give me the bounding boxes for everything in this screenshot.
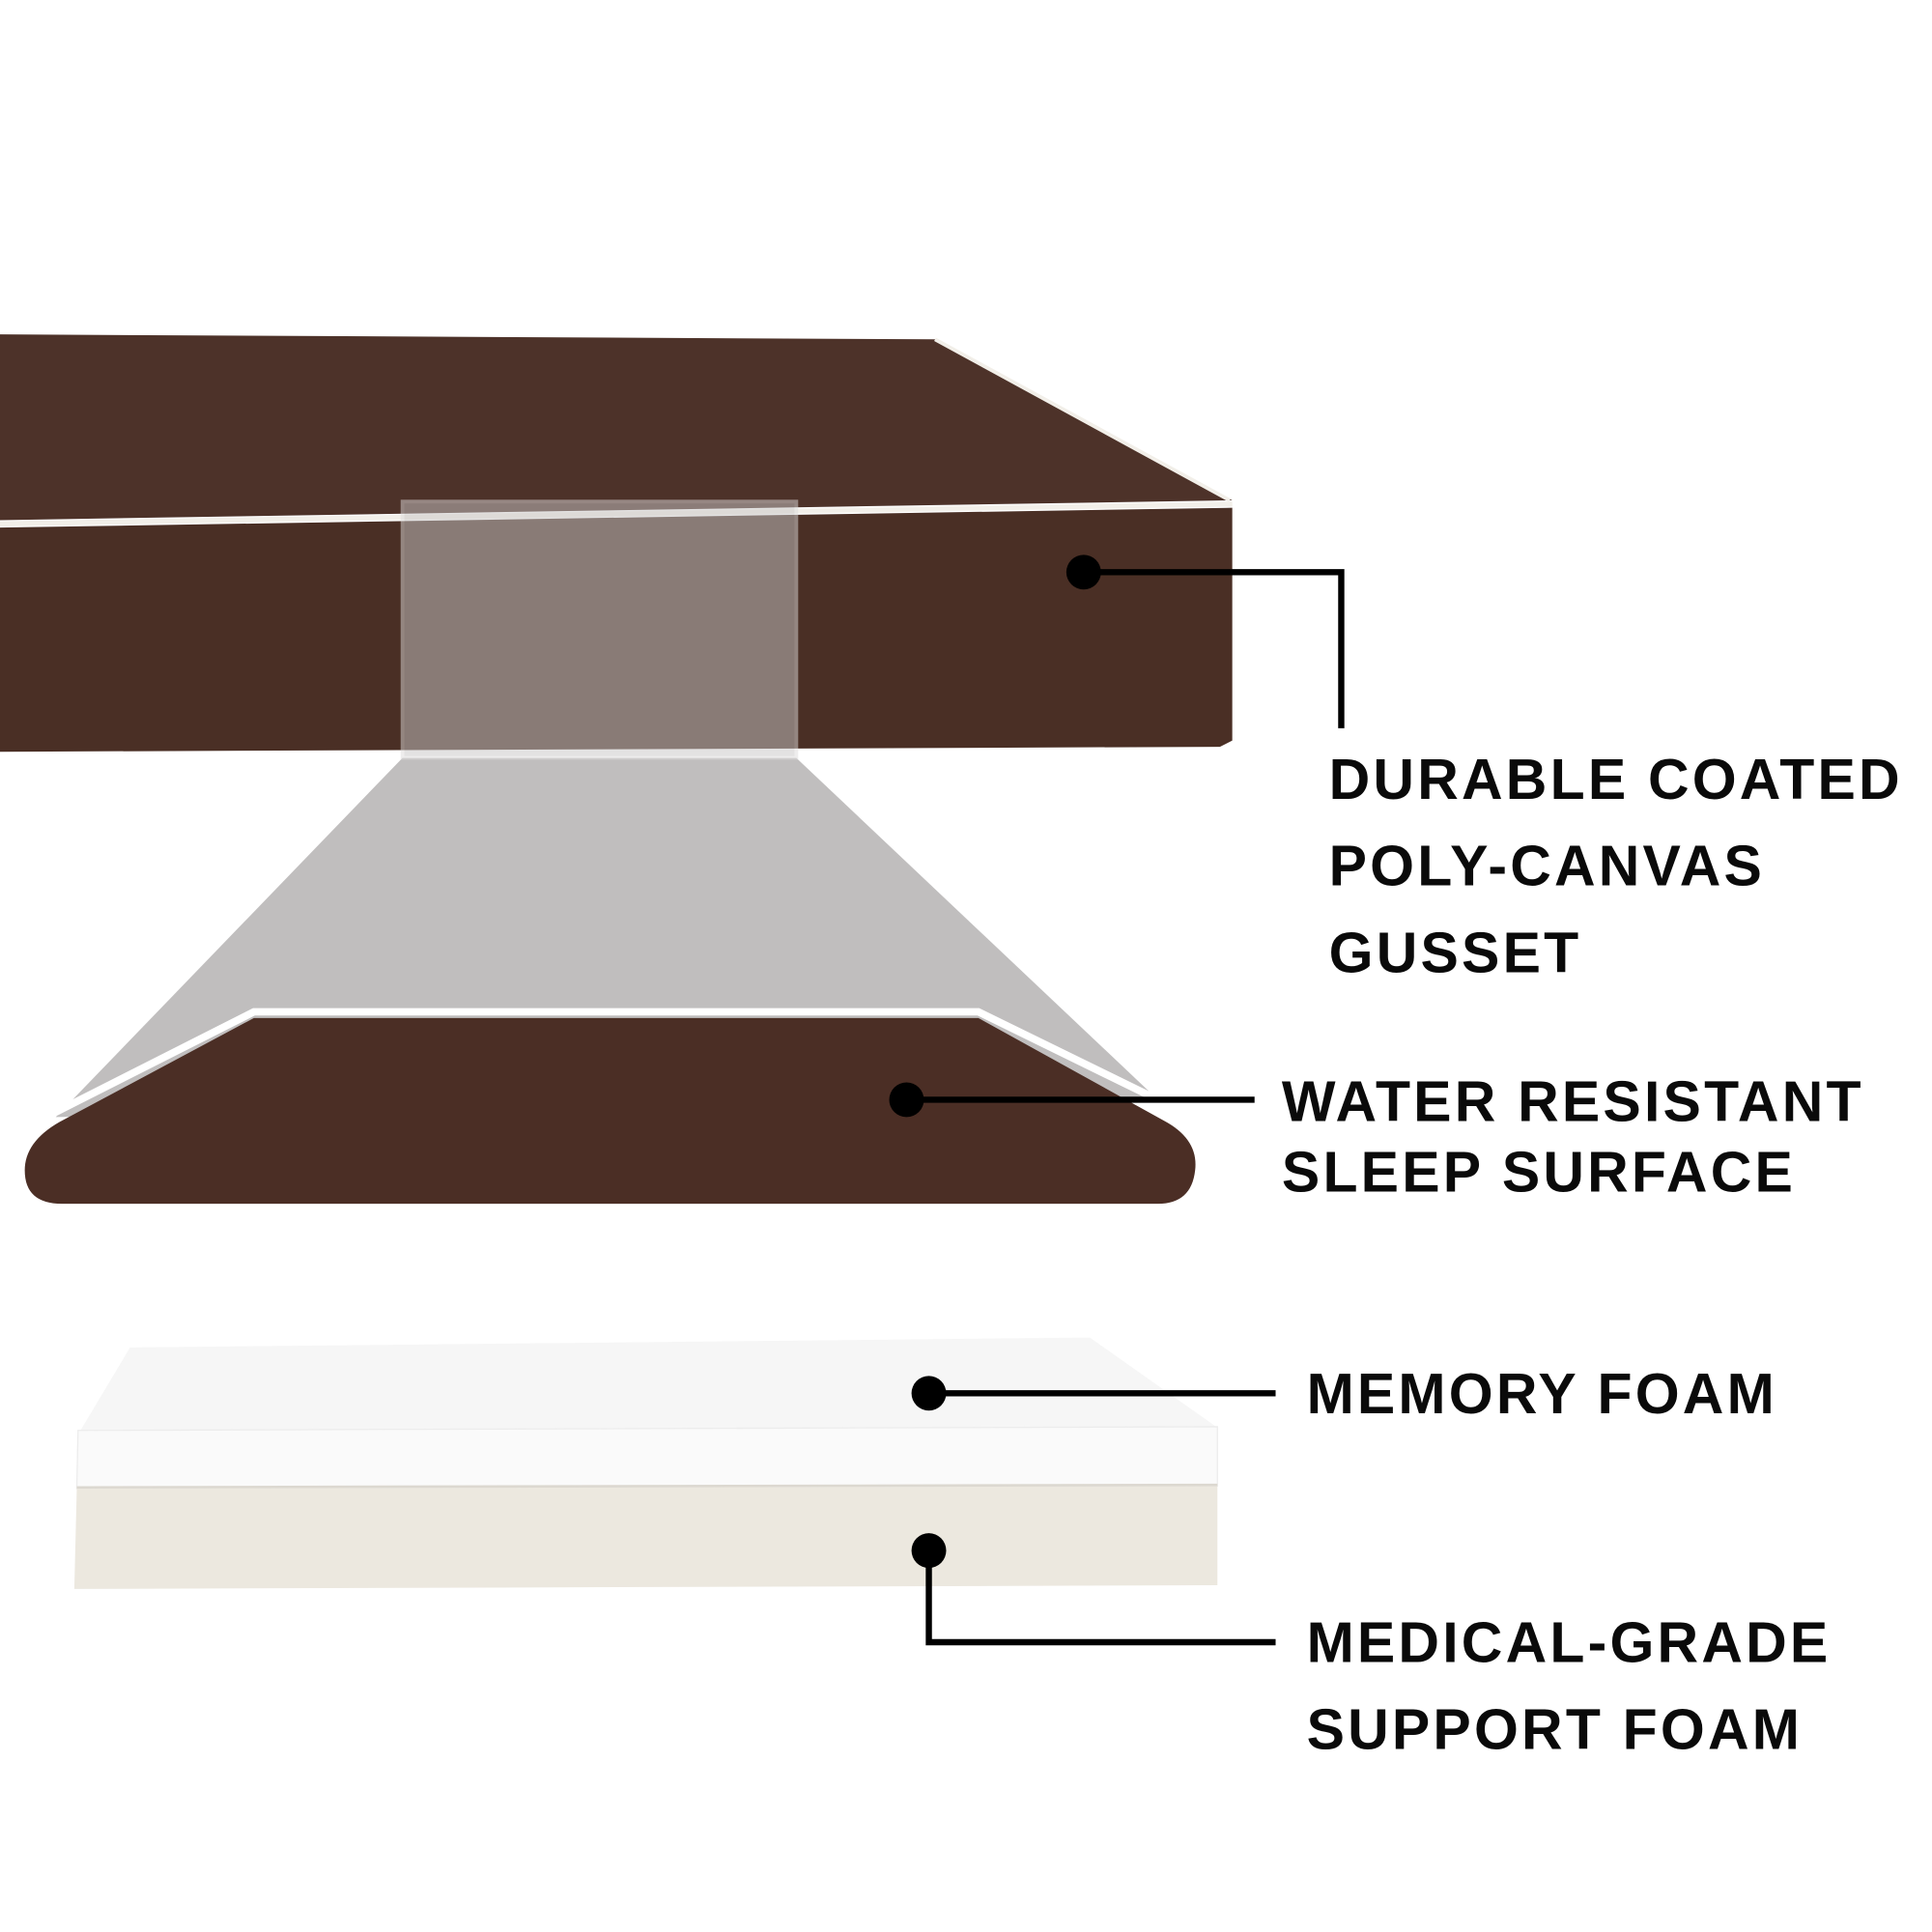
surface-label: WATER RESISTANT SLEEP SURFACE (1282, 1070, 1883, 1204)
support-foam-label: MEDICAL-GRADE SUPPORT FOAM (1307, 1612, 1850, 1762)
memory-foam-top (80, 1337, 1216, 1431)
gusset-label: DURABLE COATED POLY-CANVAS GUSSET (1329, 749, 1922, 984)
gusset-dot (1065, 554, 1101, 590)
support-foam-label-line: SUPPORT FOAM (1307, 1698, 1804, 1761)
support-foam-leader-line (925, 1550, 1276, 1646)
mattress-top-surface (0, 334, 1233, 521)
sleep-surface-shape (24, 1017, 1196, 1205)
callout-lines (906, 569, 1345, 1646)
magnifier-window (400, 499, 799, 760)
gusset-leader-line (1083, 569, 1345, 728)
callout-dots (889, 554, 1101, 1569)
support-foam-dot (911, 1533, 947, 1569)
sleep-surface-edge (53, 1008, 1160, 1116)
surface-label-line: WATER RESISTANT (1282, 1070, 1864, 1133)
sleep-surface-closeup (24, 1008, 1196, 1205)
foam-divider (76, 1483, 1218, 1490)
gusset-label-line: DURABLE COATED (1329, 749, 1903, 811)
surface-dot (889, 1082, 924, 1118)
memory-foam-dot (911, 1376, 947, 1411)
memory-foam-side (75, 1426, 1218, 1490)
surface-label-line: SLEEP SURFACE (1282, 1141, 1796, 1204)
memory-foam-label-line: MEMORY FOAM (1307, 1363, 1777, 1426)
gusset-label-line: GUSSET (1329, 922, 1582, 984)
mattress-piping-corner (934, 337, 1231, 502)
foam-layers (73, 1337, 1218, 1589)
support-foam-label-line: MEDICAL-GRADE (1307, 1612, 1832, 1675)
memory-foam-label: MEMORY FOAM (1307, 1363, 1777, 1426)
support-foam (73, 1486, 1218, 1589)
gusset-label-line: POLY-CANVAS (1329, 836, 1765, 898)
